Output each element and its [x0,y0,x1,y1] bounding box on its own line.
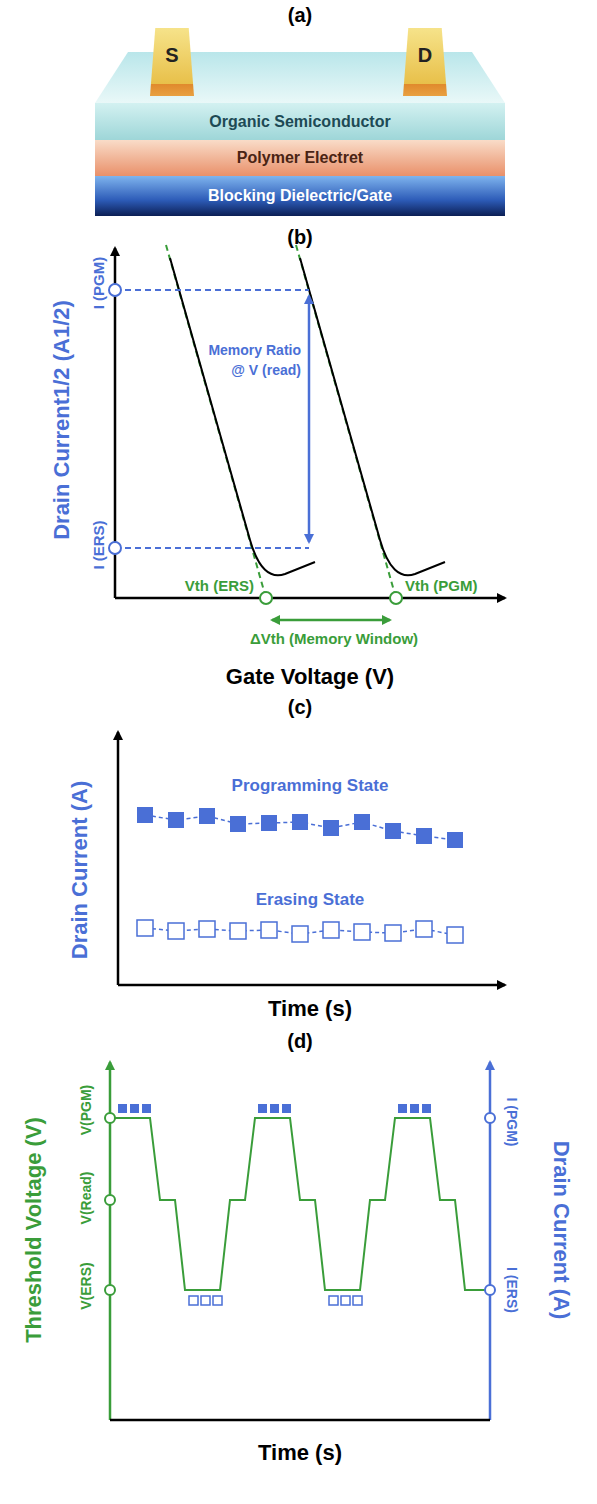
data-marker [199,921,215,937]
data-marker [137,807,153,823]
annotation: Memory Ratio [208,342,301,358]
panel-letter: (d) [287,1030,313,1053]
layer-label: D [418,44,432,67]
axis-tick-label: I (ERS) [90,520,107,569]
series-label: Programming State [232,776,389,796]
data-marker [416,921,432,937]
axis-title: Time (s) [268,996,352,1021]
panel-letter: (a) [288,4,312,27]
axis-tick-label: I (PGM) [504,1098,520,1147]
data-marker [385,823,401,839]
data-marker [385,925,401,941]
axis-tick-label: V(Read) [78,1172,94,1225]
layer-label: Blocking Dielectric/Gate [208,187,392,205]
gate-layer: Blocking Dielectric/Gate [95,176,505,216]
axis-tick-label: V(ERS) [78,1262,94,1309]
data-marker [230,816,246,832]
axis-title: Drain Current (A) [548,1141,573,1319]
data-marker [323,922,339,938]
data-marker [354,814,370,830]
axis-tick-label: I (PGM) [90,257,107,310]
annotation: Vth (PGM) [405,577,478,594]
layer-label: Polymer Electret [237,149,363,167]
data-marker [261,815,277,831]
data-marker [145,815,455,840]
source-electrode: S [150,28,194,96]
data-marker [416,828,432,844]
data-marker [323,820,339,836]
data-marker [230,923,246,939]
axis-title: Threshold Voltage (V) [21,1117,46,1343]
transfer-chart [109,245,505,620]
data-marker [168,923,184,939]
semiconductor-layer: Organic Semiconductor [95,103,505,140]
data-marker [199,808,215,824]
panel-letter: (b) [287,226,313,249]
data-marker [168,812,184,828]
data-marker [354,924,370,940]
axis-tick-label: I (ERS) [504,1267,520,1313]
drain-electrode: D [403,28,447,96]
axis-title: Drain Current1/2 (A1/2) [49,300,74,540]
endurance-chart [105,1062,495,1420]
layer-label: Organic Semiconductor [209,113,390,131]
layer-label: S [165,44,178,67]
axis-title: Drain Current (A) [67,781,92,959]
annotation: ΔVth (Memory Window) [250,630,418,647]
data-marker [447,927,463,943]
data-marker [292,926,308,942]
axis-title: Gate Voltage (V) [226,664,394,689]
annotation: @ V (read) [231,362,301,378]
data-marker [447,832,463,848]
data-marker [261,922,277,938]
axis-title: Time (s) [258,1440,342,1465]
data-marker [137,920,153,936]
data-marker [292,814,308,830]
annotation: Vth (ERS) [185,577,254,594]
electret-layer: Polymer Electret [95,140,505,176]
axis-tick-label: V(PGM) [78,1085,94,1136]
retention-chart [118,732,505,985]
series-label: Erasing State [256,890,365,910]
panel-letter: (c) [288,696,312,719]
